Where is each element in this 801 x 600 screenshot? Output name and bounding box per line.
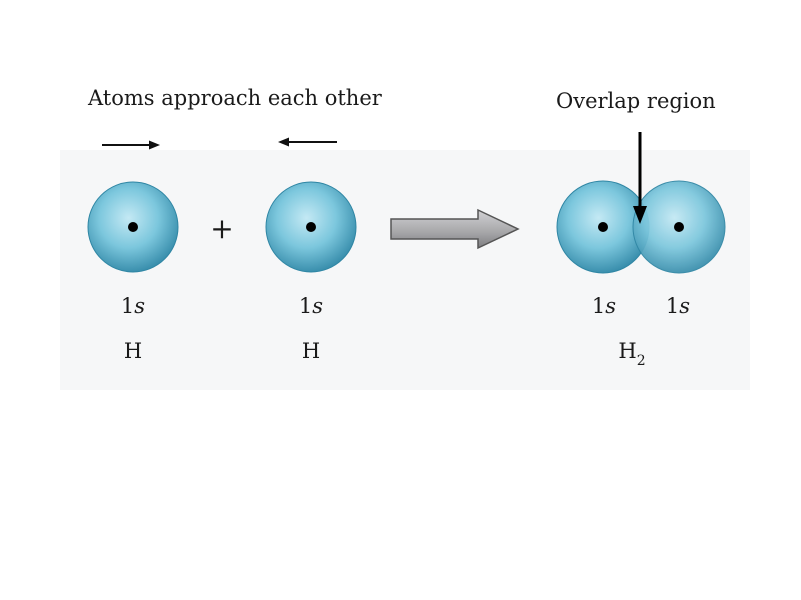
approach-label: Atoms approach each other [87,86,383,110]
arrow-right-icon [102,140,160,150]
element-label: H [124,339,142,363]
overlap-label: Overlap region [556,89,716,113]
arrow-down-icon [633,132,647,224]
background-panel [60,150,750,390]
atom-sphere-2 [265,181,357,273]
atom-sphere-1 [87,181,179,273]
orbital-label: 1s [299,294,323,318]
orbital-label: 1s [592,294,616,318]
reaction-arrow-icon [390,208,520,250]
element-label: H [302,339,320,363]
plus-sign: + [210,212,233,245]
nucleus-dot [306,222,316,232]
nucleus-dot [674,222,684,232]
arrow-left-icon [278,137,337,147]
nucleus-dot [598,222,608,232]
molecule-h2 [556,180,726,274]
orbital-label: 1s [666,294,690,318]
orbital-label: 1s [121,294,145,318]
nucleus-dot [128,222,138,232]
molecule-formula: H2 [618,339,645,369]
